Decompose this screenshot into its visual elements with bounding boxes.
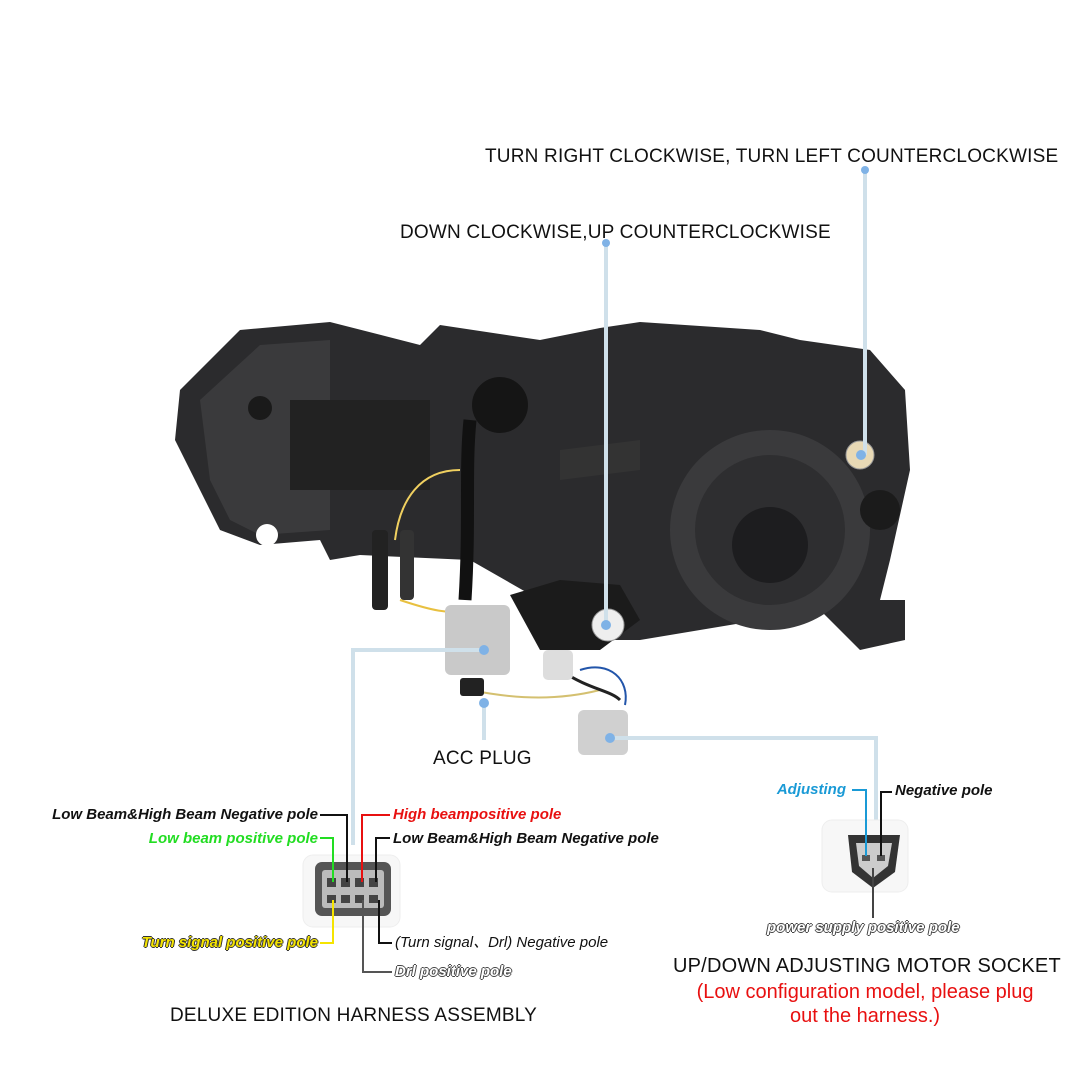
- pin-turn-signal-positive: Turn signal positive pole: [141, 934, 318, 951]
- motor-socket-note-line1: (Low configuration model, please plug: [696, 981, 1034, 1003]
- pin-negative: Negative pole: [895, 782, 993, 799]
- acc-plug-label: ACC PLUG: [433, 748, 532, 769]
- motor-socket-plug: [578, 710, 628, 755]
- horizontal-adjust-label: TURN RIGHT CLOCKWISE, TURN LEFT COUNTERC…: [485, 146, 1059, 167]
- marker-dots: [479, 166, 869, 743]
- vertical-adjust-label: DOWN CLOCKWISE,UP COUNTERCLOCKWISE: [400, 222, 831, 243]
- pin-beam-negative-top: Low Beam&High Beam Negative pole: [52, 806, 318, 823]
- pin-power-positive: power supply positive pole: [767, 919, 960, 936]
- pin-drl-positive: Drl positive pole: [395, 963, 512, 980]
- motor-socket-note-line2: out the harness.): [789, 1005, 941, 1027]
- motor-pin-lines: [852, 789, 892, 918]
- motor-plug: [543, 650, 573, 680]
- motor-socket-connector: [821, 819, 909, 893]
- pin-adjusting: Adjusting: [776, 781, 846, 798]
- leader-lines: [351, 170, 878, 845]
- headlamp-housing: [175, 322, 910, 706]
- pin-low-beam-positive: Low beam positive pole: [148, 830, 318, 847]
- pin-beam-negative-right: Low Beam&High Beam Negative pole: [393, 830, 659, 847]
- motor-socket-title: UP/DOWN ADJUSTING MOTOR SOCKET: [673, 955, 1061, 977]
- harness-pin-lines: [320, 814, 392, 973]
- harness-connector: [302, 854, 401, 928]
- pin-turn-drl-negative: (Turn signal、Drl) Negative pole: [395, 934, 609, 951]
- main-plug: [445, 605, 510, 675]
- harness-title: DELUXE EDITION HARNESS ASSEMBLY: [170, 1005, 537, 1026]
- acc-plug: [460, 678, 484, 696]
- pin-high-beam-positive: High beampositive pole: [393, 806, 562, 823]
